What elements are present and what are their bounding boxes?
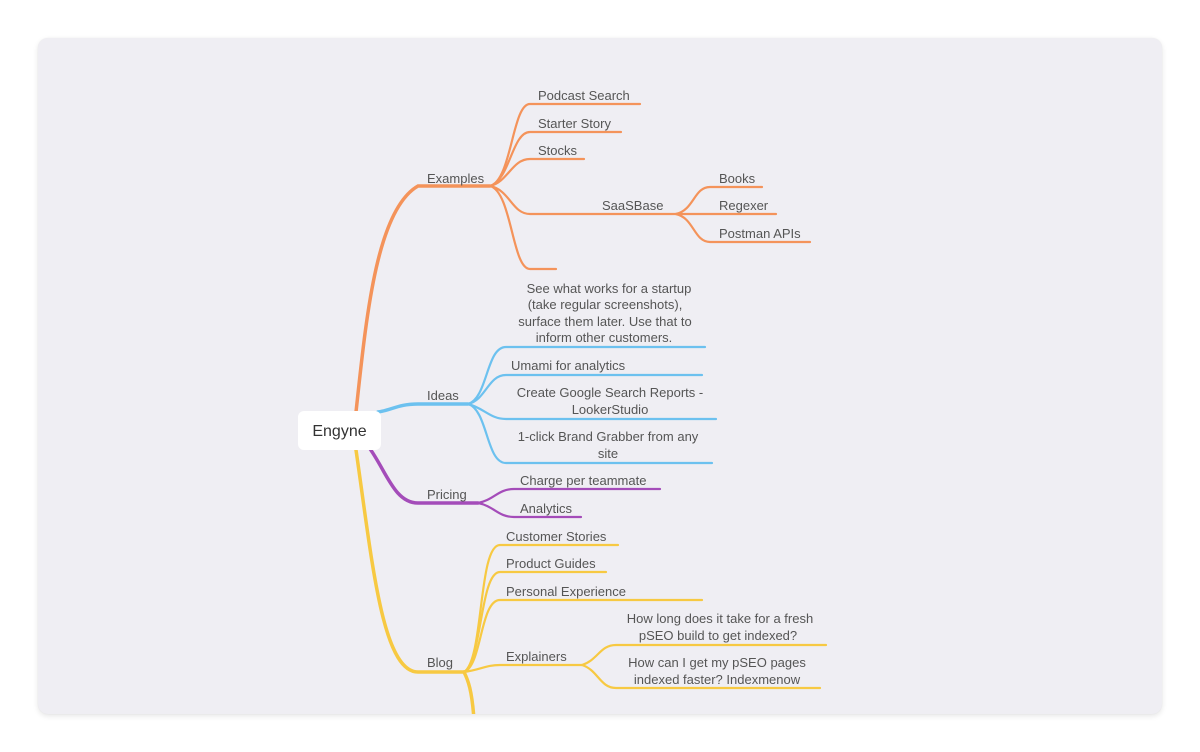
node-saasbase[interactable]: SaaSBase [602,198,663,213]
node-books[interactable]: Books [719,171,756,186]
connector-ideas-umami [466,373,704,406]
connector-ideas-startup [466,345,707,406]
connector-examples-empty [488,184,558,271]
node-startup-line-4[interactable]: inform other customers. [536,330,673,345]
node-howcan-line-2[interactable]: indexed faster? Indexmenow [634,672,801,687]
node-startup-line-3[interactable]: surface them later. Use that to [518,314,691,329]
connector-blog-personal [462,598,704,674]
node-regexer[interactable]: Regexer [719,198,769,213]
node-blog[interactable]: Blog [427,655,453,670]
connector-saasbase-postman [674,212,812,244]
node-howlong-line-1[interactable]: How long does it take for a fresh [627,611,813,626]
node-charge-per-teammate[interactable]: Charge per teammate [520,473,646,488]
connector-pricing-teammate [476,487,662,505]
connector-blog-explainers [462,663,584,674]
node-umami[interactable]: Umami for analytics [511,358,626,373]
node-pricing[interactable]: Pricing [427,487,467,502]
node-starter-story[interactable]: Starter Story [538,116,611,131]
node-ideas[interactable]: Ideas [427,388,459,403]
node-stocks[interactable]: Stocks [538,143,578,158]
node-howlong-line-2[interactable]: pSEO build to get indexed? [639,628,797,643]
connector-pricing-analytics [476,501,583,519]
connector-examples-starter [488,130,623,188]
connector-root-examples [354,184,492,414]
connector-root-ideas [376,402,470,414]
node-google-line-2[interactable]: LookerStudio [572,402,649,417]
node-startup-line-2[interactable]: (take regular screenshots), [528,297,683,312]
connector-examples-stocks [488,157,586,188]
node-customer-stories[interactable]: Customer Stories [506,529,607,544]
connector-explainers-howcan [580,663,822,690]
branch-examples: Examples Podcast Search Starter Story St… [354,88,812,414]
connector-saasbase-books [674,185,764,216]
node-brand-line-1[interactable]: 1-click Brand Grabber from any [518,429,699,444]
node-startup-line-1[interactable]: See what works for a startup [527,281,692,296]
root-node[interactable]: Engyne [298,411,381,450]
node-product-guides[interactable]: Product Guides [506,556,596,571]
root-node-label[interactable]: Engyne [312,423,366,440]
node-analytics[interactable]: Analytics [520,501,573,516]
node-google-line-1[interactable]: Create Google Search Reports - [517,385,703,400]
branch-pricing: Pricing Charge per teammate Analytics [366,444,662,519]
branch-ideas: Ideas See what works for a startup (take… [376,281,718,465]
connector-root-blog [354,448,466,674]
connector-ideas-brand [466,402,714,465]
branch-blog: Blog Customer Stories Product Guides Per… [354,448,828,714]
node-brand-line-2[interactable]: site [598,446,618,461]
node-podcast-search[interactable]: Podcast Search [538,88,630,103]
connector-blog-guides [462,570,608,674]
node-personal-experience[interactable]: Personal Experience [506,584,626,599]
connector-root-pricing [366,444,480,505]
connector-blog-offscreen [462,670,476,714]
node-explainers[interactable]: Explainers [506,649,567,664]
node-howcan-line-1[interactable]: How can I get my pSEO pages [628,655,806,670]
node-postman-apis[interactable]: Postman APIs [719,226,801,241]
connector-explainers-howlong [580,643,828,667]
root-node-box[interactable] [298,411,381,450]
node-examples[interactable]: Examples [427,171,485,186]
